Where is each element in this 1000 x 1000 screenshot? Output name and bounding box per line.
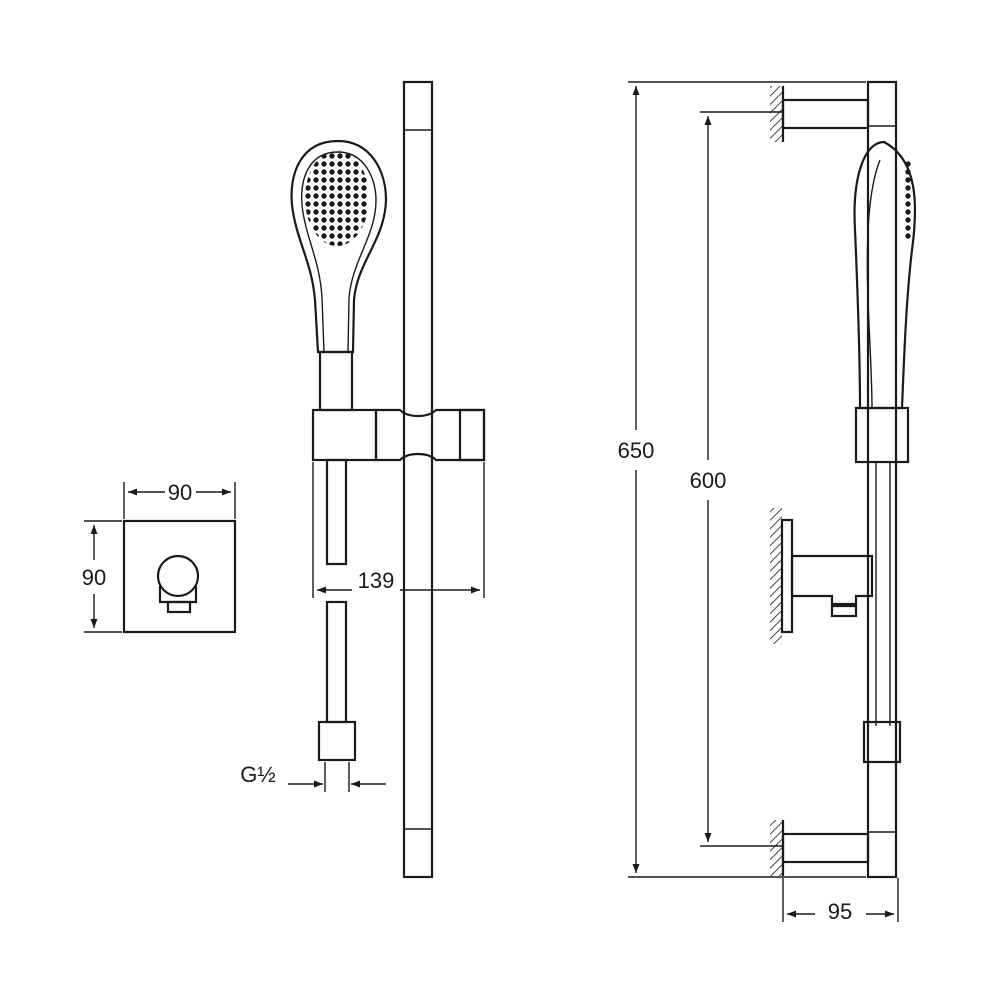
dimension-bracket-spacing: 600: [690, 111, 783, 847]
dimension-overall-height: 650: [618, 81, 866, 878]
side-hose-connector: [862, 720, 902, 764]
outlet-body-side: [790, 554, 874, 608]
outlet-knob: [156, 554, 200, 598]
upper-bracket-arm: [781, 98, 870, 130]
hose-lower: [325, 600, 348, 724]
spray-nozzles: [305, 150, 369, 246]
handshower-front-view: [290, 139, 388, 412]
plate-height-label: 90: [82, 565, 106, 590]
plate-width-label: 90: [168, 480, 192, 505]
rail-side-view: [866, 80, 898, 879]
handshower-handle: [318, 350, 354, 412]
holder-knob: [458, 408, 486, 462]
dimension-wall-projection: 95: [782, 878, 899, 924]
lower-wall-bracket: [770, 820, 870, 876]
middle-wall-hatch: [770, 508, 782, 644]
upper-wall-bracket: [770, 86, 870, 142]
side-holder: [854, 406, 910, 464]
outlet-nozzle: [158, 586, 198, 604]
wall-outlet-front-view: [122, 519, 237, 634]
overall-height-label: 650: [618, 438, 655, 463]
handshower-head-outline: [290, 139, 388, 354]
lower-wall-hatch: [770, 820, 782, 876]
shower-hose-front-view: [317, 458, 357, 762]
wall-plate: [122, 519, 237, 634]
dimension-plate-width: 90: [123, 480, 236, 519]
holder-cradle: [311, 408, 378, 462]
wall-outlet-side-view: [770, 508, 874, 644]
bracket-spacing-label: 600: [690, 468, 727, 493]
side-hose: [862, 462, 902, 764]
hose-upper: [325, 458, 348, 566]
outlet-tip-side: [830, 602, 858, 618]
handshower-side-inner: [866, 159, 881, 409]
dimension-plate-height: 90: [82, 520, 122, 633]
lower-bracket-arm: [781, 832, 870, 864]
wall-projection-label: 95: [828, 899, 852, 924]
handshower-side-view: [853, 140, 917, 464]
handshower-inner-outline: [301, 151, 377, 353]
slider-projection-label: 139: [358, 568, 395, 593]
hose-connector: [317, 720, 357, 762]
holder-clamp: [374, 408, 486, 462]
dimension-inlet-thread: G½: [240, 762, 386, 792]
spray-face-side: [903, 160, 913, 240]
slider-holder-front-view: [311, 408, 486, 462]
outlet-nozzle-tip: [166, 600, 192, 614]
slide-rail: [402, 80, 434, 879]
side-rail: [866, 80, 898, 879]
outlet-plate-side: [780, 518, 794, 634]
inlet-thread-label: G½: [240, 762, 275, 787]
rail-front-view: [402, 80, 434, 879]
dimension-slider-projection: 139: [312, 462, 485, 598]
upper-wall-hatch: [770, 86, 782, 142]
